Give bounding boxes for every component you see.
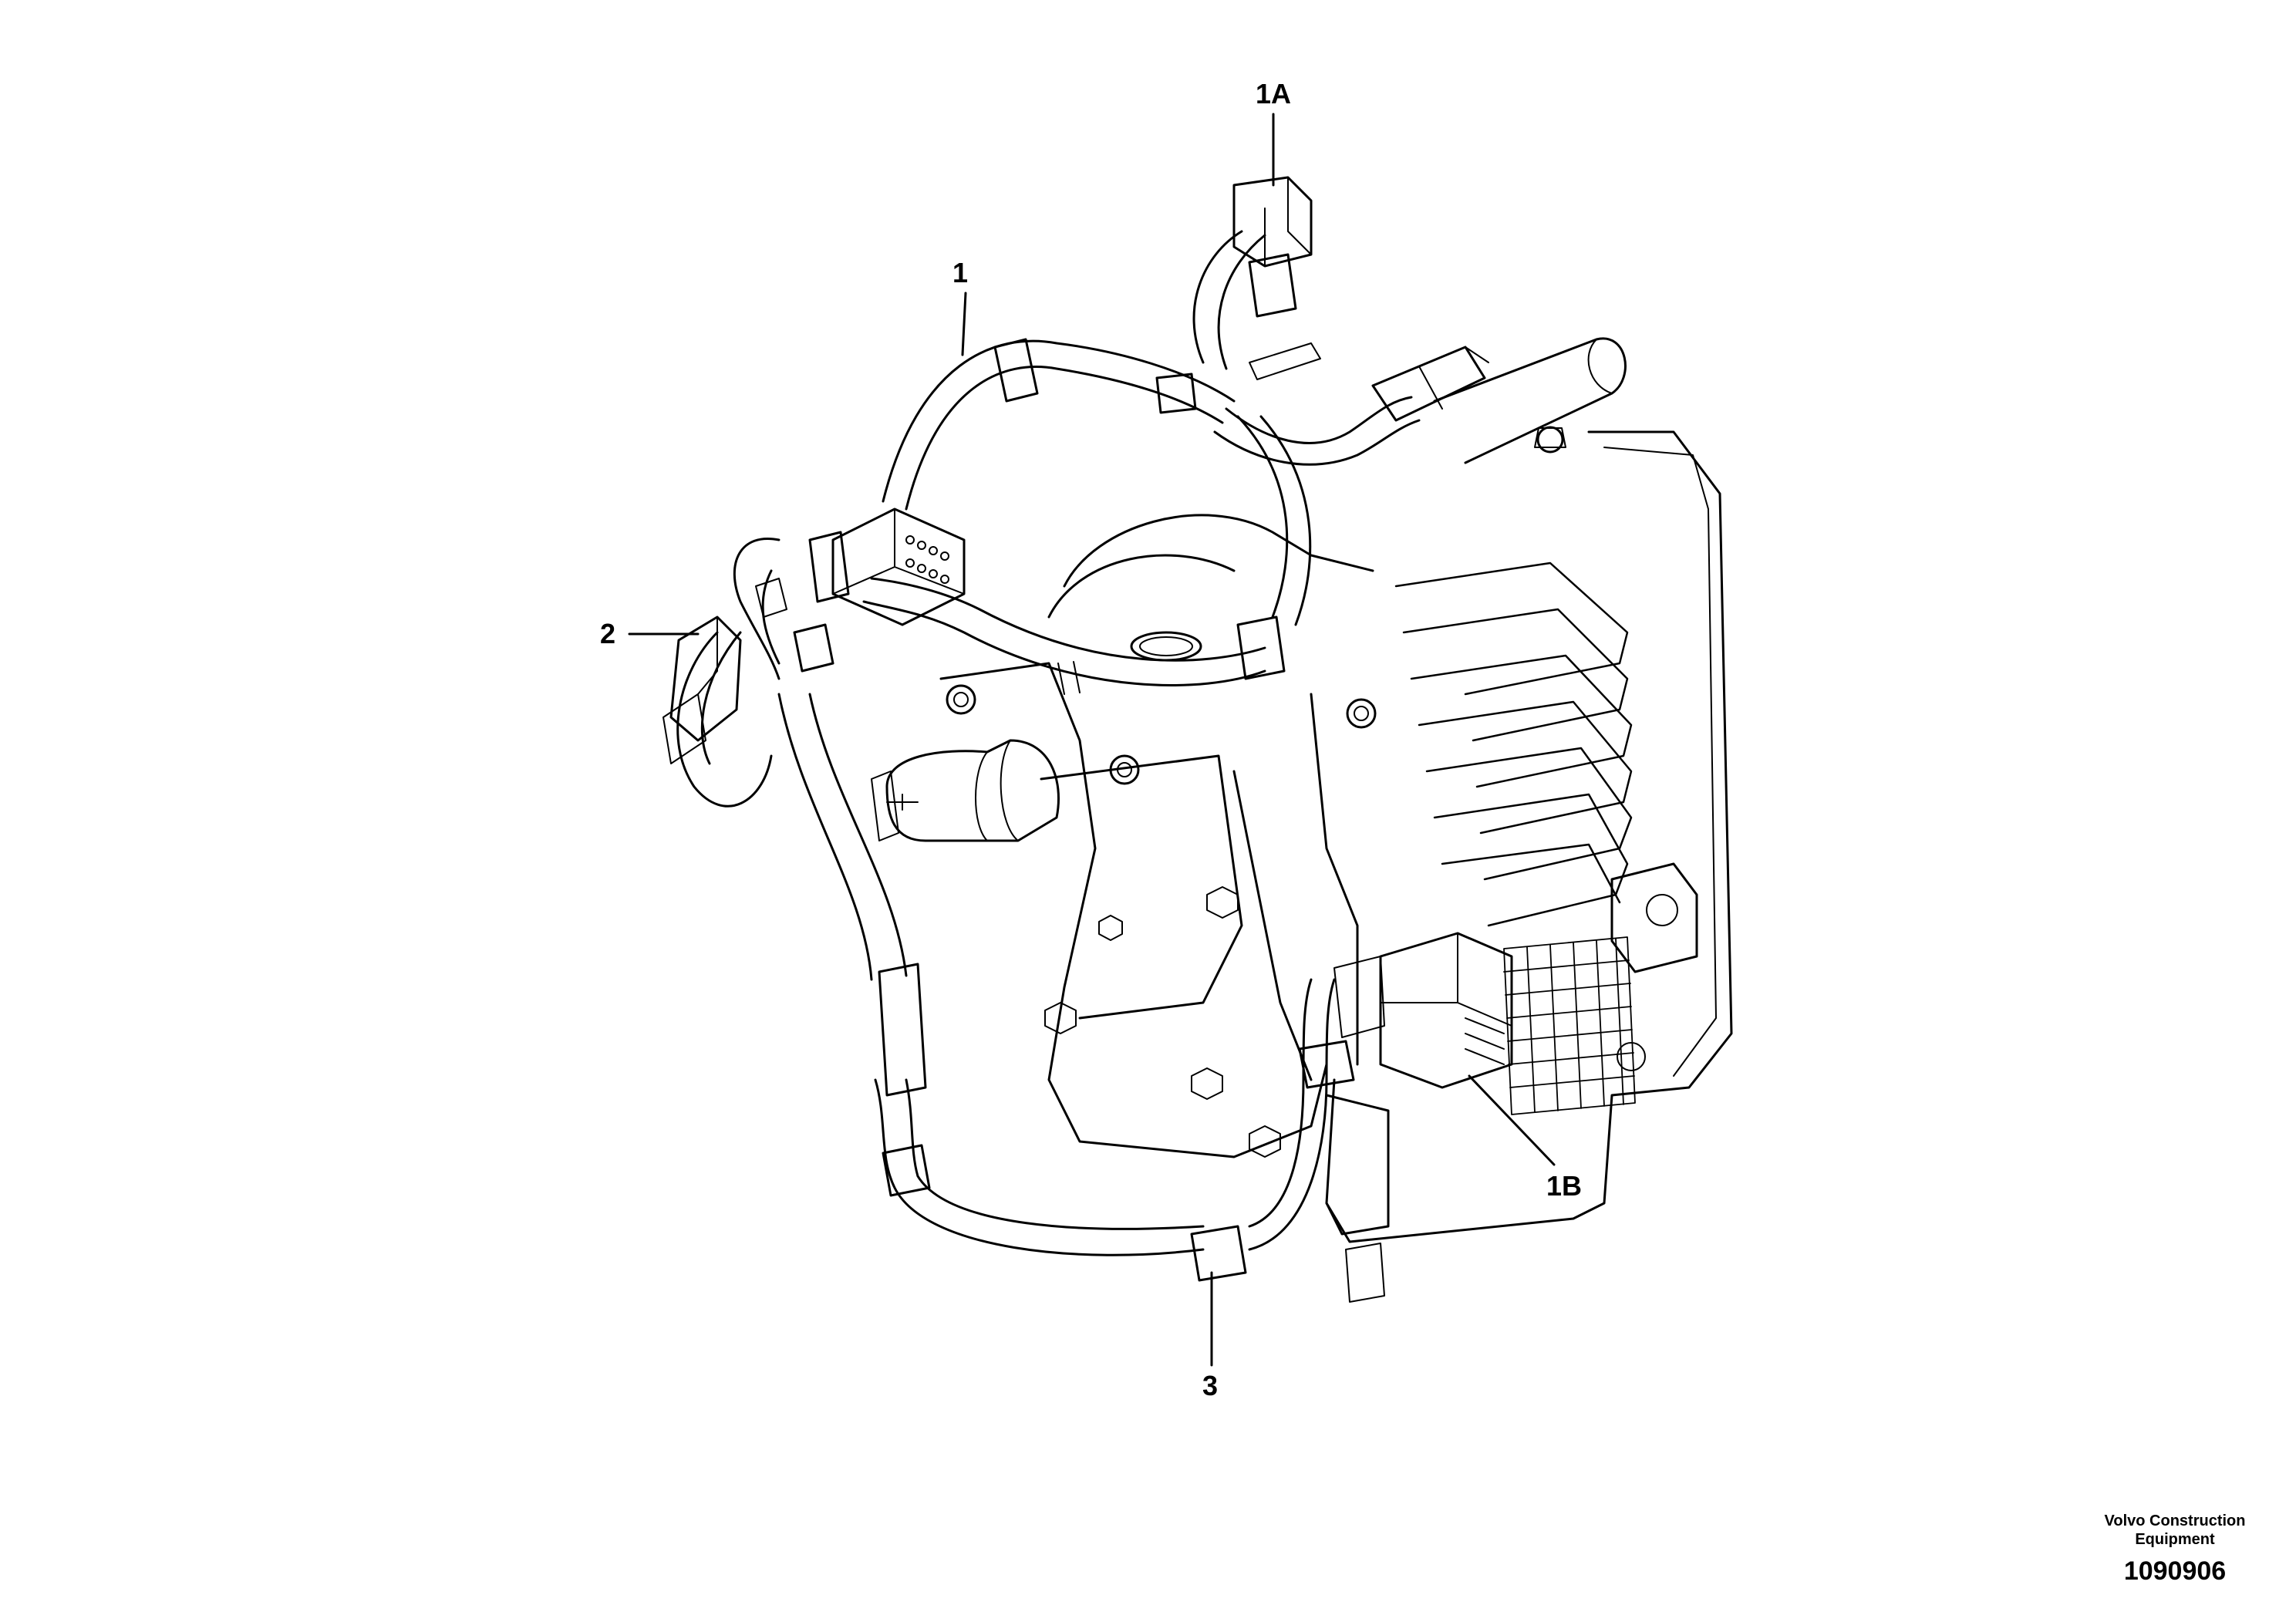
callout-1b: 1B: [1546, 1170, 1583, 1202]
leader-lines: [628, 113, 1556, 1367]
footer-company-line1: Volvo Construction: [2104, 1512, 2246, 1529]
leader-1b: [1468, 1074, 1556, 1166]
footer-company-line2: Equipment: [2135, 1531, 2215, 1548]
callout-1a: 1A: [1256, 78, 1292, 110]
round-connector: [871, 739, 1060, 842]
connector-1a: [1232, 176, 1313, 318]
callout-3: 3: [1202, 1370, 1219, 1401]
callout-2: 2: [600, 618, 616, 649]
right-top-connector: [1249, 342, 1489, 422]
harness-clips: [755, 338, 1355, 1282]
drawing-number: 1090906: [2123, 1556, 2227, 1586]
housing-outline: [939, 337, 1733, 1303]
callout-1: 1: [952, 257, 969, 288]
leader-1: [961, 292, 967, 356]
main-connector: [808, 508, 966, 626]
connector-grid: [1503, 936, 1636, 1115]
sensor-2: [663, 615, 742, 764]
cooling-fins: [1394, 561, 1633, 927]
footer-company: Volvo Construction Equipment: [2082, 1512, 2267, 1549]
wire-harness: [676, 230, 1421, 1256]
connector-1b: [1333, 932, 1513, 1089]
